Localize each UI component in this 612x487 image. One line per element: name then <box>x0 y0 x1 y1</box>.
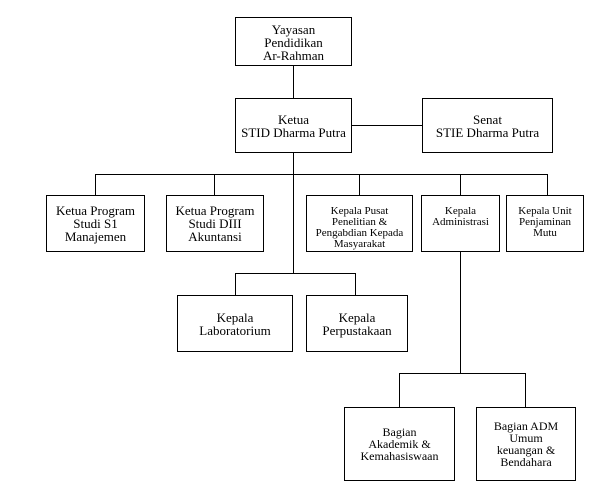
box-adm-umum-label: Bagian ADM Umum keuangan & Bendahara <box>493 419 559 469</box>
box-kepala-pusat: Kepala Pusat Penelitian & Pengabdian Kep… <box>306 195 413 252</box>
box-prodi-diii: Ketua Program Studi DIII Akuntansi <box>166 195 264 252</box>
box-kepala-unit: Kepala Unit Penjaminan Mutu <box>506 195 584 252</box>
box-kepala-pusat-label: Kepala Pusat Penelitian & Pengabdian Kep… <box>315 205 404 250</box>
box-prodi-s1-label: Ketua Program Studi S1 Manajemen <box>55 203 136 244</box>
box-perpustakaan: Kepala Perpustakaan <box>306 295 408 352</box>
box-yayasan-label: Yayasan Pendidikan Ar-Rahman <box>262 22 325 63</box>
box-adm-umum: Bagian ADM Umum keuangan & Bendahara <box>476 407 576 481</box>
box-senat-label: Senat STIE Dharma Putra <box>435 111 540 140</box>
box-akademik-label: Bagian Akademik & Kemahasiswaan <box>360 425 439 463</box>
box-lab: Kepala Laboratorium <box>177 295 293 352</box>
box-prodi-s1: Ketua Program Studi S1 Manajemen <box>46 195 145 252</box>
box-lab-label: Kepala Laboratorium <box>199 309 271 338</box>
box-senat: Senat STIE Dharma Putra <box>422 98 553 153</box>
box-kepala-admin-label: Kepala Administrasi <box>432 205 489 228</box>
box-ketua: Ketua STID Dharma Putra <box>235 98 352 153</box>
box-perpustakaan-label: Kepala Perpustakaan <box>322 309 392 338</box>
box-yayasan: Yayasan Pendidikan Ar-Rahman <box>235 17 352 66</box>
box-ketua-label: Ketua STID Dharma Putra <box>241 111 346 140</box>
box-akademik: Bagian Akademik & Kemahasiswaan <box>344 407 455 481</box>
box-prodi-diii-label: Ketua Program Studi DIII Akuntansi <box>175 203 255 244</box>
box-kepala-admin: Kepala Administrasi <box>421 195 500 252</box>
box-kepala-unit-label: Kepala Unit Penjaminan Mutu <box>518 205 572 239</box>
